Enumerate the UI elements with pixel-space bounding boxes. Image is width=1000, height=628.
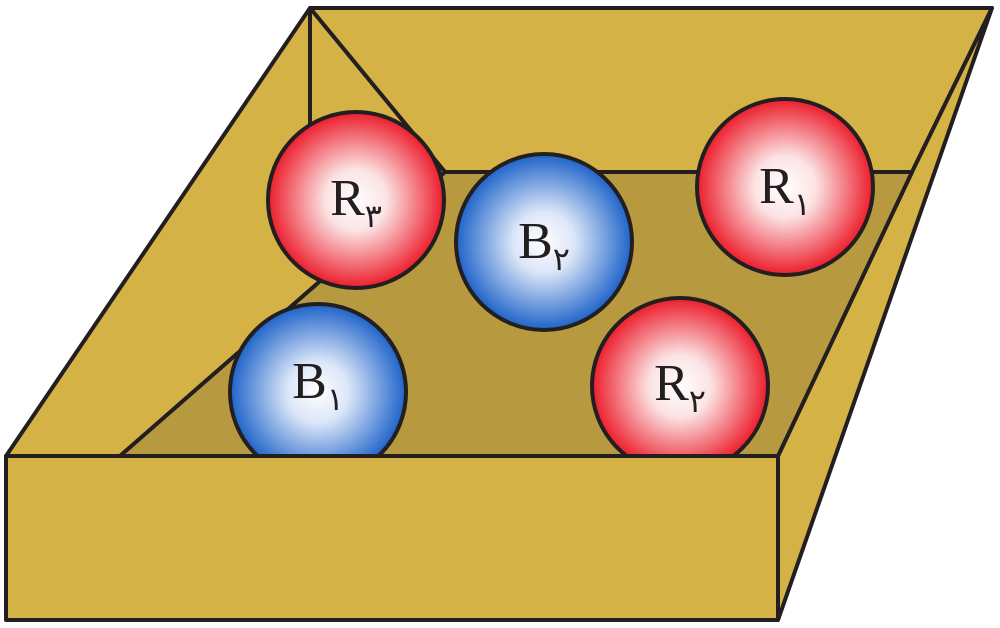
ball-b2-sphere bbox=[454, 152, 634, 332]
svg-text:B۱: B۱ bbox=[292, 353, 344, 418]
ball-r3-sphere bbox=[266, 110, 446, 290]
ball-b2: B۲ bbox=[454, 152, 634, 332]
ball-b2-subscript: ۲ bbox=[553, 240, 570, 278]
ball-r1-subscript: ۱ bbox=[794, 185, 811, 223]
ball-r1-letter: R bbox=[759, 158, 794, 215]
ball-r3-subscript: ۳ bbox=[365, 197, 382, 235]
svg-text:R۳: R۳ bbox=[330, 170, 382, 235]
box-front-wall bbox=[4, 454, 780, 622]
ball-b1-letter: B bbox=[292, 353, 327, 410]
ball-r3: R۳ bbox=[266, 110, 446, 290]
svg-text:B۲: B۲ bbox=[518, 213, 570, 278]
ball-r2-subscript: ۲ bbox=[689, 382, 706, 420]
ball-b1-subscript: ۱ bbox=[327, 380, 344, 418]
ball-r3-letter: R bbox=[330, 170, 365, 227]
ball-r1-sphere bbox=[695, 97, 875, 277]
ball-r2-letter: R bbox=[654, 355, 689, 412]
ball-r2: R۲ bbox=[590, 296, 770, 476]
ball-b2-letter: B bbox=[518, 213, 553, 270]
svg-text:R۲: R۲ bbox=[654, 355, 706, 420]
svg-text:R۱: R۱ bbox=[759, 158, 811, 223]
ball-b1: B۱ bbox=[228, 302, 408, 482]
ball-r1: R۱ bbox=[695, 97, 875, 277]
